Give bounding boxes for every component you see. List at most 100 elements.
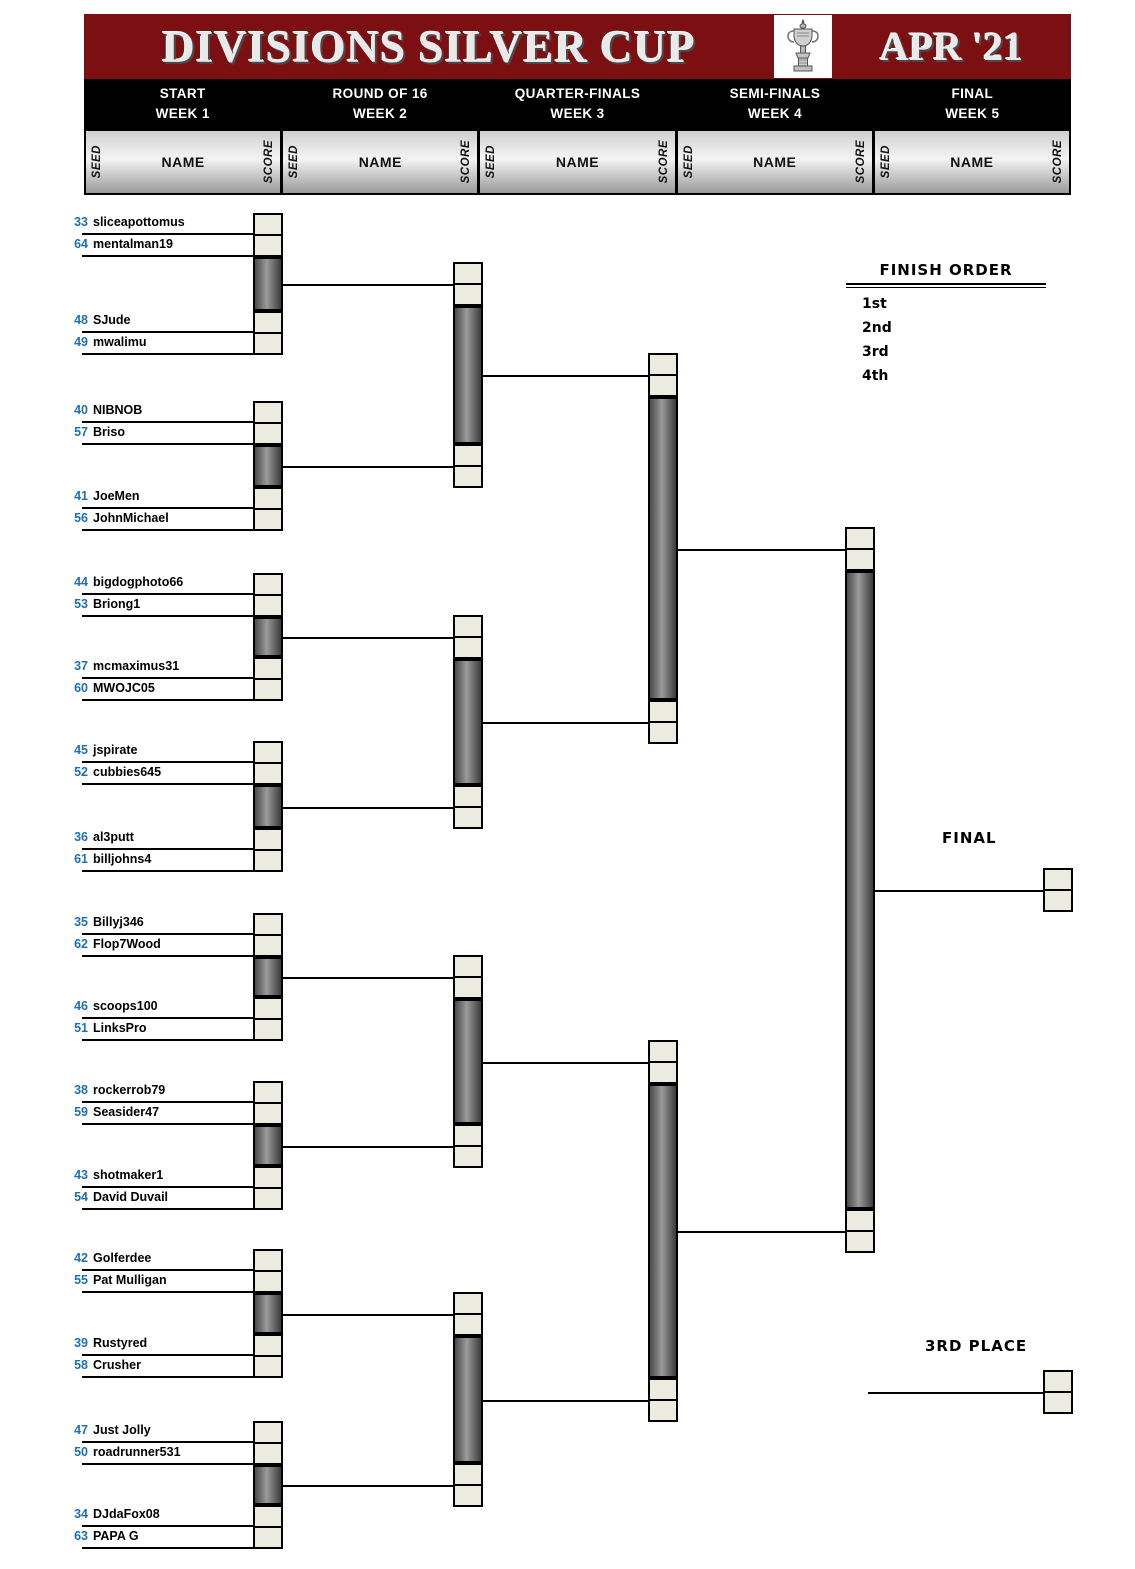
score-cell[interactable] xyxy=(253,1443,283,1465)
score-cell[interactable] xyxy=(253,1103,283,1125)
score-cell[interactable] xyxy=(253,423,283,445)
name-underline xyxy=(82,761,253,763)
score-cell[interactable] xyxy=(253,741,283,763)
participant-name: JohnMichael xyxy=(93,511,169,525)
score-cell[interactable] xyxy=(453,807,483,829)
name-underline xyxy=(82,353,253,355)
score-cell[interactable] xyxy=(648,722,678,744)
score-cell[interactable] xyxy=(253,1166,283,1188)
score-cell[interactable] xyxy=(453,1485,483,1507)
participant-row: 59 Seasider47 xyxy=(66,1099,159,1121)
score-cell[interactable] xyxy=(845,549,875,571)
score-cell[interactable] xyxy=(253,1421,283,1443)
score-cell[interactable] xyxy=(453,615,483,637)
score-cell[interactable] xyxy=(1043,890,1073,912)
score-cell[interactable] xyxy=(453,1463,483,1485)
score-cell[interactable] xyxy=(253,828,283,850)
score-cell[interactable] xyxy=(253,1188,283,1210)
participant-name: DJdaFox08 xyxy=(93,1507,160,1521)
score-cell[interactable] xyxy=(253,997,283,1019)
score-cell[interactable] xyxy=(253,1334,283,1356)
participant-seed: 59 xyxy=(74,1105,88,1119)
score-cell[interactable] xyxy=(253,595,283,617)
score-cell[interactable] xyxy=(253,487,283,509)
score-cell[interactable] xyxy=(253,935,283,957)
advance-line xyxy=(283,466,453,468)
score-cell[interactable] xyxy=(253,913,283,935)
score-cell[interactable] xyxy=(845,1209,875,1231)
score-cell[interactable] xyxy=(1043,1370,1073,1392)
score-cell[interactable] xyxy=(453,1314,483,1336)
score-cell[interactable] xyxy=(253,509,283,531)
score-cell[interactable] xyxy=(253,1019,283,1041)
score-cell[interactable] xyxy=(253,763,283,785)
score-cell[interactable] xyxy=(253,311,283,333)
score-cell[interactable] xyxy=(453,785,483,807)
score-cell[interactable] xyxy=(253,333,283,355)
participant-seed: 62 xyxy=(74,937,88,951)
score-cell[interactable] xyxy=(453,637,483,659)
score-cell[interactable] xyxy=(253,1527,283,1549)
score-cell[interactable] xyxy=(253,1249,283,1271)
score-cell[interactable] xyxy=(253,573,283,595)
score-cell[interactable] xyxy=(453,1146,483,1168)
score-cell[interactable] xyxy=(648,1400,678,1422)
advance-line xyxy=(283,1485,453,1487)
score-cell[interactable] xyxy=(453,262,483,284)
score-cell[interactable] xyxy=(453,284,483,306)
participant-seed: 56 xyxy=(74,511,88,525)
advance-line xyxy=(678,1231,845,1233)
score-cell[interactable] xyxy=(648,1062,678,1084)
score-cell[interactable] xyxy=(453,444,483,466)
finish-place-4: 4th xyxy=(862,368,889,384)
participant-seed: 51 xyxy=(74,1021,88,1035)
advance-line xyxy=(283,806,453,809)
advance-line xyxy=(483,1061,648,1064)
match-connector-bar xyxy=(453,1336,483,1463)
score-cell[interactable] xyxy=(253,1081,283,1103)
score-cell[interactable] xyxy=(1043,1392,1073,1414)
score-cell[interactable] xyxy=(253,235,283,257)
name-underline xyxy=(82,1017,253,1019)
participant-name: MWOJC05 xyxy=(93,681,155,695)
score-cell[interactable] xyxy=(648,1040,678,1062)
participant-name: Golferdee xyxy=(93,1251,152,1265)
score-cell[interactable] xyxy=(648,353,678,375)
participant-seed: 50 xyxy=(74,1445,88,1459)
name-underline xyxy=(82,1354,253,1356)
score-cell[interactable] xyxy=(253,679,283,701)
participant-seed: 36 xyxy=(74,830,88,844)
score-cell[interactable] xyxy=(253,850,283,872)
score-cell[interactable] xyxy=(648,375,678,397)
score-cell[interactable] xyxy=(453,1292,483,1314)
round-name: ROUND OF 16 xyxy=(332,86,428,101)
score-cell[interactable] xyxy=(845,1231,875,1253)
score-cell[interactable] xyxy=(453,977,483,999)
score-cell[interactable] xyxy=(648,1378,678,1400)
match-connector-bar xyxy=(253,957,283,997)
name-underline xyxy=(82,615,253,617)
score-cell[interactable] xyxy=(453,1124,483,1146)
col-name: NAME xyxy=(950,154,994,170)
score-cell[interactable] xyxy=(253,213,283,235)
score-cell[interactable] xyxy=(253,1505,283,1527)
score-cell[interactable] xyxy=(648,700,678,722)
score-cell[interactable] xyxy=(1043,868,1073,890)
score-cell[interactable] xyxy=(253,1356,283,1378)
score-cell[interactable] xyxy=(253,1271,283,1293)
score-cell[interactable] xyxy=(253,401,283,423)
score-cell[interactable] xyxy=(453,955,483,977)
match-connector-bar xyxy=(253,785,283,828)
advance-line xyxy=(283,1145,453,1148)
participant-name: Seasider47 xyxy=(93,1105,160,1119)
column-group-4: SEED NAME SCORE xyxy=(677,131,872,193)
score-cell[interactable] xyxy=(253,657,283,679)
score-cell[interactable] xyxy=(453,466,483,488)
score-cell[interactable] xyxy=(845,527,875,549)
